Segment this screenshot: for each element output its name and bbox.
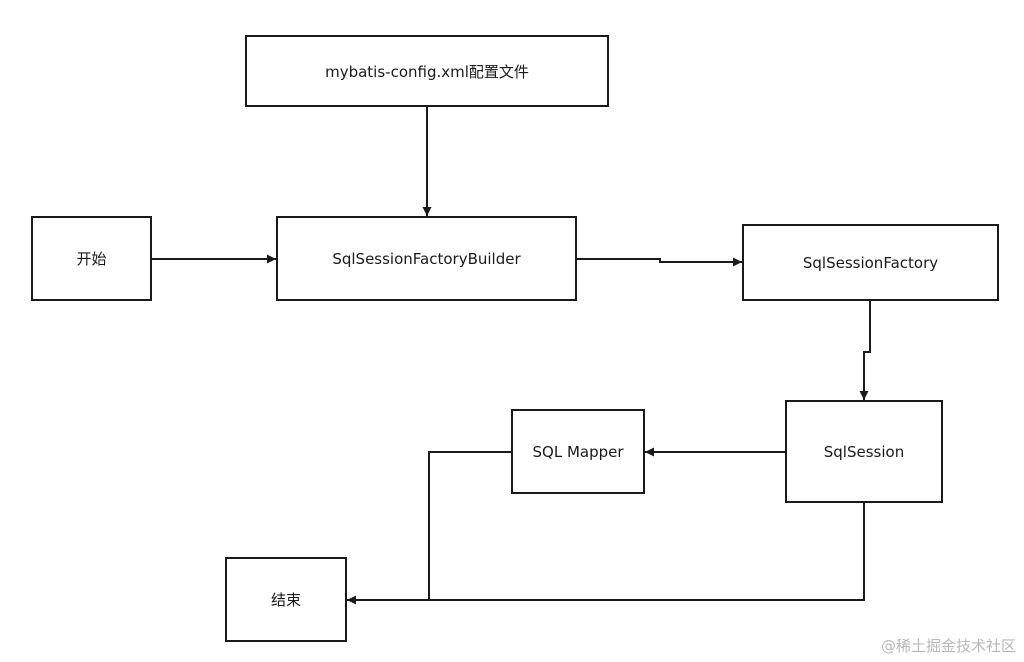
node-session: SqlSession [785, 400, 943, 503]
node-session-factory-builder: SqlSessionFactoryBuilder [276, 216, 577, 301]
node-end: 结束 [225, 557, 347, 642]
node-session-factory-label: SqlSessionFactory [802, 253, 939, 272]
node-start: 开始 [31, 216, 152, 301]
node-config-file: mybatis-config.xml配置文件 [245, 35, 609, 107]
node-session-label: SqlSession [823, 442, 905, 461]
edge-session-to-end [429, 503, 865, 601]
node-session-factory: SqlSessionFactory [742, 224, 999, 301]
node-sql-mapper-label: SQL Mapper [532, 442, 624, 461]
edge-mapper-to-end [347, 451, 511, 605]
edge-builder-to-factory [577, 257, 742, 267]
watermark-text: @稀土掘金技术社区 [880, 637, 1016, 655]
edge-factory-to-session [859, 301, 871, 400]
node-start-label: 开始 [76, 250, 107, 268]
node-sql-mapper: SQL Mapper [511, 409, 645, 494]
node-config-file-label: mybatis-config.xml配置文件 [325, 62, 529, 81]
node-session-factory-builder-label: SqlSessionFactoryBuilder [332, 249, 521, 268]
node-end-label: 结束 [270, 591, 301, 609]
